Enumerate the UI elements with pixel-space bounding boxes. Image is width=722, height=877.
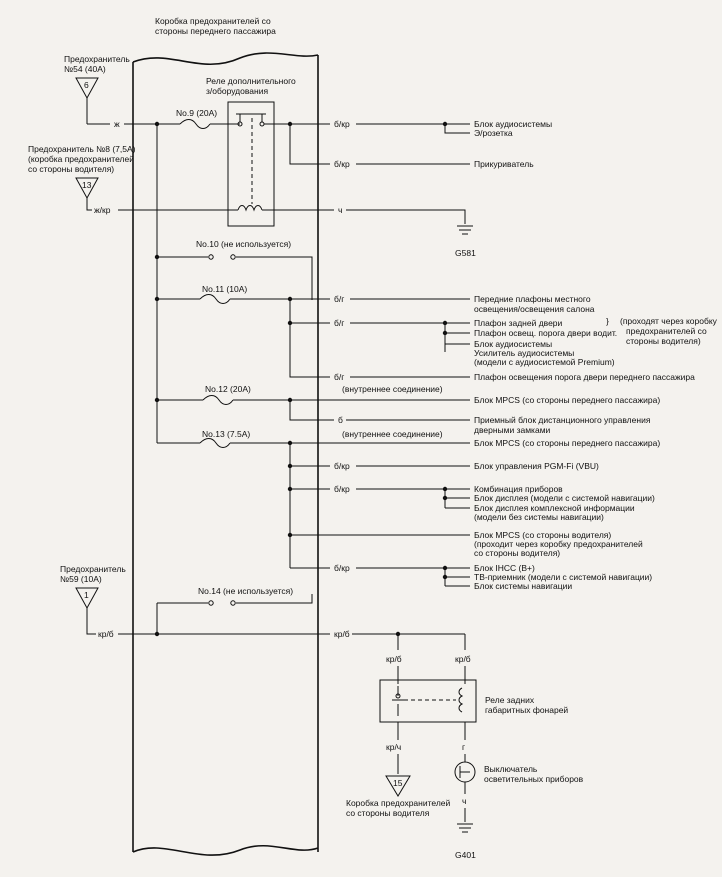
internal-1: (внутреннее соединение) [342,384,443,394]
switch-line1: Выключатель [484,764,538,774]
wire-krb-3: кр/б [386,654,402,664]
fuse59-value: №59 (10А) [60,574,102,584]
tail-relay-line1: Реле задних [485,695,535,705]
fuse13-label: No.13 (7.5А) [202,429,250,439]
fuse8-line3: со стороны водителя) [28,164,114,174]
wire-bkr-1: б/кр [334,119,350,129]
load-pass-threshold: Плафон освещения порога двери переднего … [474,372,695,382]
fuse11-symbol [199,294,231,304]
load-nav: Блок системы навигации [474,581,572,591]
fuse54-value: №54 (40А) [64,64,106,74]
switch-line2: осветительных приборов [484,774,584,784]
drv-box-line2: со стороны водителя [346,808,430,818]
wire-krch: кр/ч [386,742,401,752]
wire-bkr-3: б/кр [334,461,350,471]
wire-krb-4: кр/б [455,654,471,664]
relay-aux-line2: з/оборудования [206,86,268,96]
load-mpcs-drv2: (проходит через коробку предохранителей [474,539,643,549]
via-line3: стороны водителя) [626,336,701,346]
fuse59-triangle [75,587,99,610]
ground-g581: G581 [455,248,476,258]
header-line1: Коробка предохранителей со [155,16,271,26]
wire-bg-1: б/г [334,294,344,304]
fuse8-num: 13 [82,180,92,190]
load-combo: Комбинация приборов [474,484,563,494]
fuse12-symbol [202,395,234,405]
load-tv: ТВ-приемник (модели с системой навигации… [474,572,652,582]
load-display-info: Блок дисплея комплексной информации [474,503,635,513]
via-line2: предохранителей со [626,326,707,336]
wire-b: б [338,415,343,425]
load-mpcs-pass: Блок MPCS (со стороны переднего пассажир… [474,395,660,405]
drv-box-num: 15 [393,778,403,788]
load-keyless2: дверными замками [474,425,551,435]
load-mpcs-pass2: Блок MPCS (со стороны переднего пассажир… [474,438,660,448]
load-mpcs-drv1: Блок MPCS (со стороны водителя) [474,530,611,540]
wire-bkr-5: б/кр [334,563,350,573]
load-display-nav: Блок дисплея (модели с системой навигаци… [474,493,655,503]
wire-krb-2: кр/б [334,629,350,639]
fuse54-title: Предохранитель [64,54,130,64]
fuse9-symbol [179,119,211,129]
load-audio: Блок аудиосистемы [474,119,552,129]
fuse13-symbol [199,438,231,448]
load-ihcc: Блок IHCC (В+) [474,563,535,573]
internal-2: (внутреннее соединение) [342,429,443,439]
wire-bkr-2: б/кр [334,159,350,169]
load-amp-note: (модели с аудиосистемой Premium) [474,357,615,367]
ground-symbol-2 [457,823,473,833]
header-line2: стороны переднего пассажира [155,26,276,36]
tail-relay-box [379,679,477,723]
fuse12-label: No.12 (20А) [205,384,251,394]
load-front-lamps2: освещения/освещения салона [474,304,595,314]
wire-zh: ж [114,119,120,129]
fuse8-line2: (коробка предохранителей [28,154,134,164]
load-threshold: Плафон освещ. порога двери водит. [474,328,617,338]
fuse8-line1: Предохранитель №8 (7,5А) [28,144,136,154]
wire-zh-kr: ж/кр [94,205,111,215]
wire-bg-3: б/г [334,372,344,382]
fuse54-num: 6 [84,80,89,90]
load-mpcs-drv3: со стороны водителя) [474,548,560,558]
tail-relay-coil [458,687,464,713]
fuse11-label: No.11 (10А) [202,284,247,294]
load-rear-door: Плафон задней двери [474,318,563,328]
wire-g: г [462,742,465,752]
drv-box-triangle [385,775,411,797]
fuse8-triangle [75,177,99,200]
fuse-box-outline [132,52,319,856]
relay-aux-line1: Реле дополнительного [206,76,296,86]
load-audio2: Блок аудиосистемы [474,339,552,349]
wire-krb-1: кр/б [98,629,114,639]
wire-bg-2: б/г [334,318,344,328]
fuse59-num: 1 [84,590,89,600]
load-amp: Усилитель аудиосистемы [474,348,574,358]
load-socket: Э/розетка [474,128,513,138]
load-keyless1: Приемный блок дистанционного управления [474,415,651,425]
wire-bkr-4: б/кр [334,484,350,494]
load-lighter: Прикуриватель [474,159,534,169]
ground-symbol-1 [457,225,473,235]
fuse9-label: No.9 (20А) [176,108,217,118]
ground-g401: G401 [455,850,476,860]
wire-ch-1: ч [338,205,342,215]
via-line1: (проходят через коробку [620,316,718,326]
drv-box-line1: Коробка предохранителей [346,798,451,808]
tail-relay-line2: габаритных фонарей [485,705,568,715]
aux-relay-box [227,101,275,227]
fuse54-triangle [75,77,99,100]
fuse10-label: No.10 (не используется) [196,239,291,249]
load-pgmfi: Блок управления PGM-Fi (VBU) [474,461,599,471]
load-front-lamps1: Передние плафоны местного [474,294,591,304]
brace: } [606,316,609,326]
wire-ch-2: ч [462,796,466,806]
load-display-info-note: (модели без системы навигации) [474,512,604,522]
fuse59-title: Предохранитель [60,564,126,574]
fuse14-label: No.14 (не используется) [198,586,293,596]
aux-relay-coil [237,205,263,212]
